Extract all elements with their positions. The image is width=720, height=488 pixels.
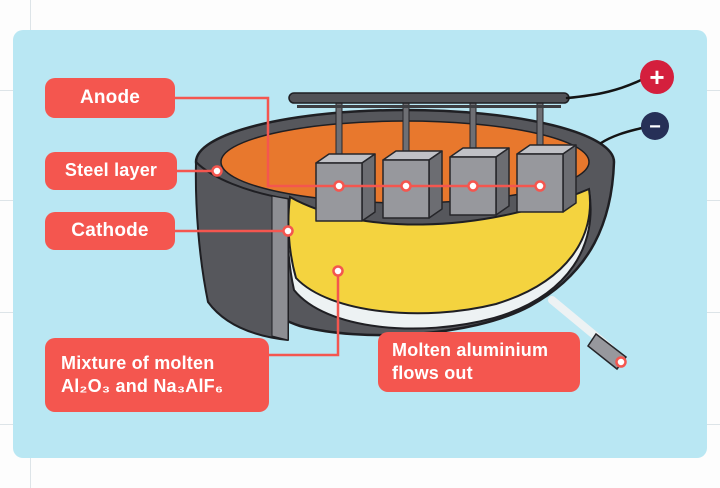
label-molten-out-text: Molten aluminium flows out [392, 339, 549, 383]
busbar [288, 92, 570, 104]
connector-dot [332, 265, 344, 277]
label-steel-layer: Steel layer [45, 152, 177, 190]
connector-dot [400, 180, 412, 192]
negative-terminal: − [641, 112, 669, 140]
connector-dot [534, 180, 546, 192]
negative-wire [599, 126, 644, 145]
label-mixture: Mixture of molten Al₂O₃ and Na₃AlF₆ [45, 338, 269, 412]
negative-terminal-sign: − [649, 116, 661, 138]
connector-dot [282, 225, 294, 237]
connector-dot [333, 180, 345, 192]
connector-dot [615, 356, 627, 368]
label-cathode-text: Cathode [71, 219, 149, 241]
anode-block [449, 147, 510, 216]
anode-block [382, 150, 443, 219]
connector-mixture [267, 276, 340, 357]
label-mixture-line1: Mixture of molten [61, 352, 215, 373]
anode-block [315, 153, 376, 222]
molten-mixture-body [287, 187, 591, 315]
label-steel-layer-text: Steel layer [64, 160, 158, 181]
positive-terminal-sign: + [649, 62, 664, 92]
left-wall-cutaway [194, 161, 289, 341]
connector-dot [467, 180, 479, 192]
connector-dots [211, 165, 627, 368]
anode-blocks [315, 144, 577, 222]
cathode-lining-face [271, 195, 289, 341]
label-anode-text: Anode [79, 86, 141, 108]
label-anode: Anode [45, 78, 175, 118]
connector-dot [211, 165, 223, 177]
label-molten-out: Molten aluminium flows out [378, 332, 580, 392]
positive-terminal-icon [640, 60, 674, 94]
positive-wire [565, 78, 643, 100]
label-mixture-line2: Al₂O₃ and Na₃AlF₆ [61, 376, 224, 396]
label-cathode: Cathode [45, 212, 175, 250]
busbar-shadow-edge [297, 105, 561, 108]
negative-terminal-icon [641, 112, 669, 140]
positive-terminal: + [640, 60, 674, 94]
anode-block [516, 144, 577, 213]
